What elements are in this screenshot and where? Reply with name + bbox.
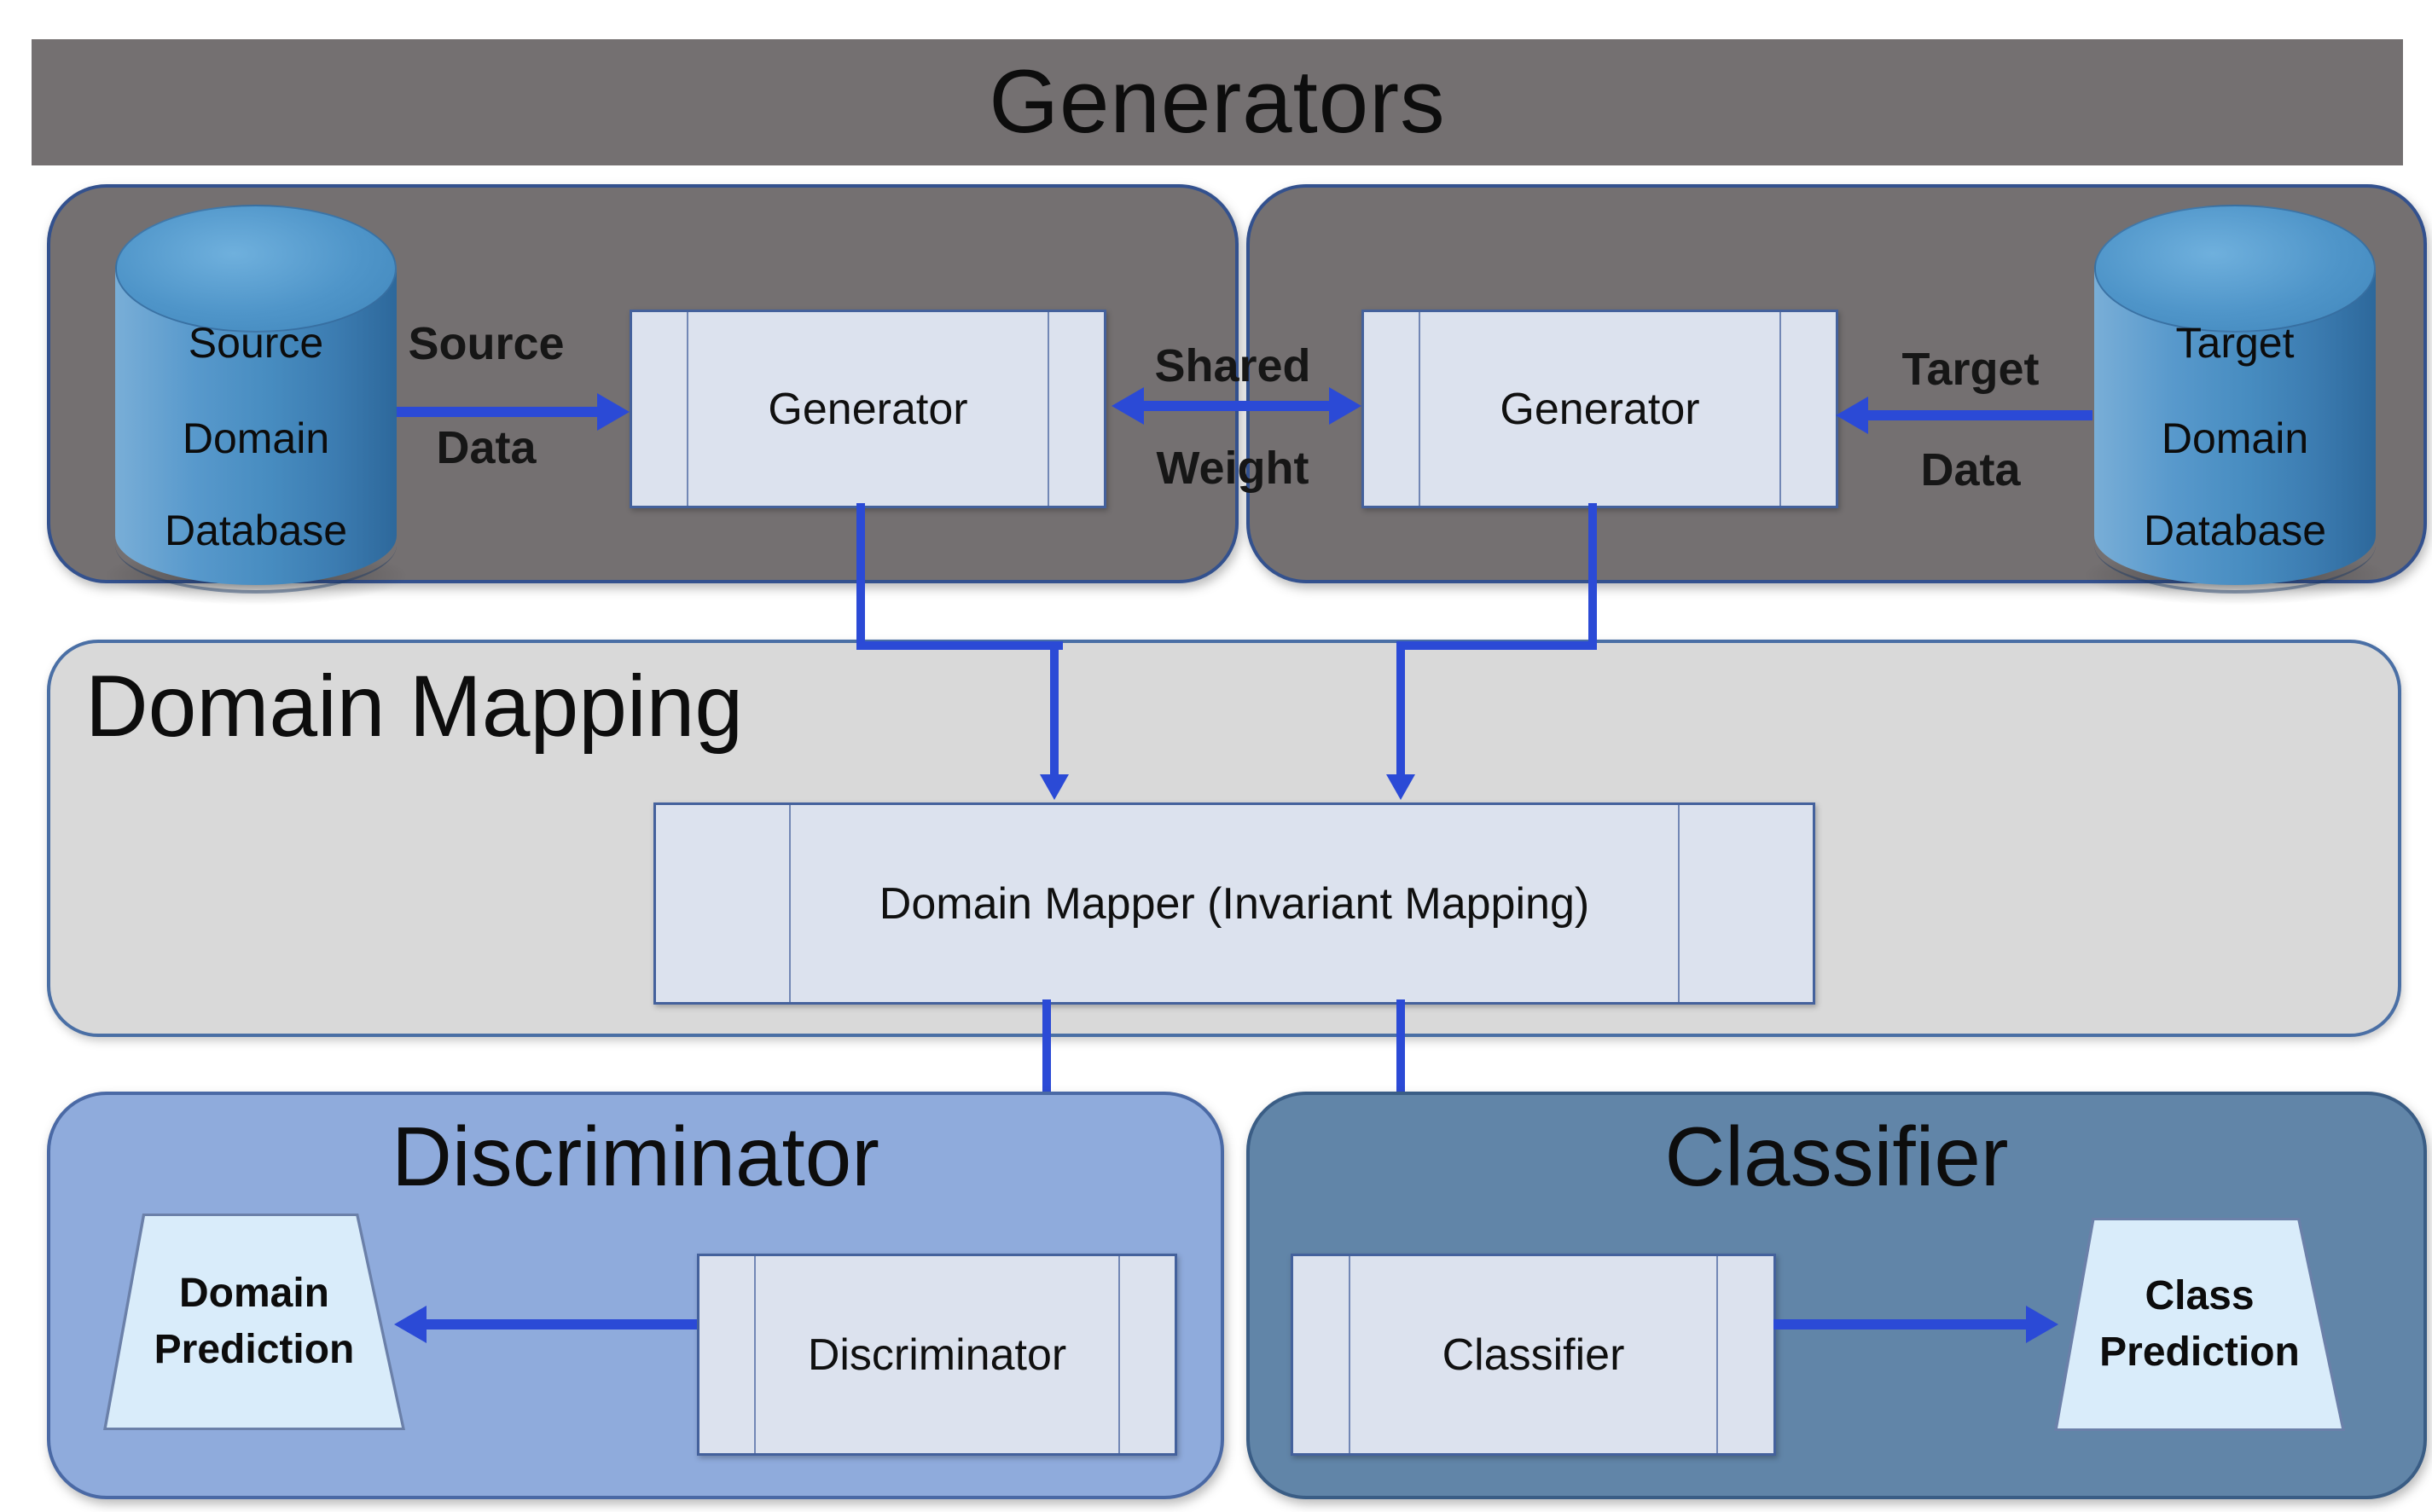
domain-prediction-line1: Domain — [178, 1271, 329, 1316]
arrowhead-right-icon — [1329, 387, 1361, 425]
source-db-line-1: Source — [188, 319, 324, 367]
classifier-box-label: Classifier — [1442, 1330, 1625, 1380]
domain-prediction-trapezoid: Domain Prediction — [103, 1214, 405, 1430]
arrowhead-right-icon — [2026, 1306, 2058, 1343]
class-prediction-line2: Prediction — [2099, 1330, 2300, 1375]
target-db-line-2: Domain — [2161, 414, 2309, 462]
discriminator-box: Discriminator — [697, 1254, 1177, 1456]
arrowhead-left-icon — [1836, 397, 1868, 434]
arrowhead-right-icon — [597, 393, 630, 431]
source-db-line-2: Domain — [182, 414, 330, 462]
arrowhead-left-icon — [1112, 387, 1144, 425]
classifier-title: Classifier — [1664, 1109, 2009, 1203]
classifier-box: Classifier — [1291, 1254, 1776, 1456]
domain-mapping-title: Domain Mapping — [85, 658, 744, 755]
domain-mapper-box: Domain Mapper (Invariant Mapping) — [653, 802, 1815, 1005]
class-prediction-trapezoid: Class Prediction — [2054, 1218, 2345, 1431]
class-prediction-line1: Class — [2145, 1273, 2255, 1318]
generator-left-box: Generator — [630, 310, 1106, 508]
target-db-line-1: Target — [2175, 319, 2295, 367]
generator-left-label: Generator — [768, 384, 968, 434]
source-data-label-line2: Data — [436, 422, 537, 473]
source-data-label-line1: Source — [408, 318, 565, 369]
arrowhead-left-icon — [394, 1306, 427, 1343]
shared-weight-label-line2: Weight — [1156, 443, 1309, 494]
generators-title: Generators — [989, 52, 1446, 152]
generator-right-box: Generator — [1361, 310, 1838, 508]
discriminator-box-label: Discriminator — [807, 1330, 1067, 1380]
generator-right-label: Generator — [1500, 384, 1700, 434]
generators-banner: Generators — [32, 39, 2403, 165]
target-data-label-line1: Target — [1901, 344, 2040, 395]
database-icon: Target Domain Database — [2094, 205, 2376, 691]
discriminator-title: Discriminator — [392, 1109, 879, 1203]
shared-weight-label-line1: Shared — [1154, 340, 1311, 391]
arrowhead-down-icon — [1386, 774, 1415, 800]
domain-mapper-label: Domain Mapper (Invariant Mapping) — [879, 878, 1590, 929]
arrowhead-down-icon — [1040, 774, 1069, 800]
target-db-line-3: Database — [2143, 507, 2327, 554]
domain-prediction-line2: Prediction — [154, 1327, 355, 1372]
target-data-label-line2: Data — [1920, 444, 2021, 495]
source-db-line-3: Database — [164, 507, 348, 554]
database-icon: Source Domain Database — [115, 205, 397, 691]
